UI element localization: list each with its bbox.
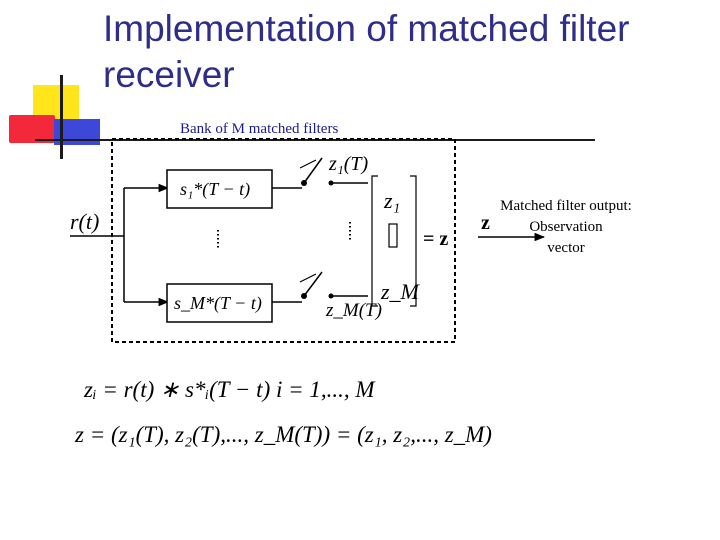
decor-vertical-line [60,75,63,159]
sample-M-label: z_M(T) [326,300,382,321]
output-symbol-z: z [481,212,490,234]
vector-bottom-label: z_M [381,279,419,304]
bracket-left [371,175,378,307]
filter-1-label: s₁*(T − t) [180,179,251,199]
decor-red-bar [9,115,55,143]
equation-z-vector: z = (z₁(T), z₂(T),..., z_M(T)) = (z₁, z₂… [75,422,492,447]
output-line-2: Observation [529,219,603,235]
output-line-1: Matched filter output: [500,198,632,214]
bracket-right [410,175,417,307]
bank-boundary [111,138,456,343]
vector-middle-glyph [388,223,398,248]
equation-zi: zᵢ = r(t) ∗ s*ᵢ(T − t) i = 1,..., M [84,377,375,402]
sampler-1-switch [303,157,323,184]
vector-top-label: z₁ [384,188,401,213]
filter-box-M [166,283,273,323]
vector-equals-z: = z [423,228,449,250]
filter-box-1 [166,169,273,209]
sampler-M-switch [303,271,323,297]
slide-title: Implementation of matched filter receive… [103,8,630,95]
output-description: Matched filter output: Observation vecto… [470,196,662,259]
sample-1-label: z₁(T) [329,153,369,175]
sampler-M-tick [299,273,317,283]
bank-label: Bank of M matched filters [180,121,339,137]
filter-M-label: s_M*(T − t) [174,293,262,313]
input-signal-label: r(t) [70,209,100,234]
output-line-3: vector [547,240,585,256]
sampler-1-tick [299,159,317,169]
